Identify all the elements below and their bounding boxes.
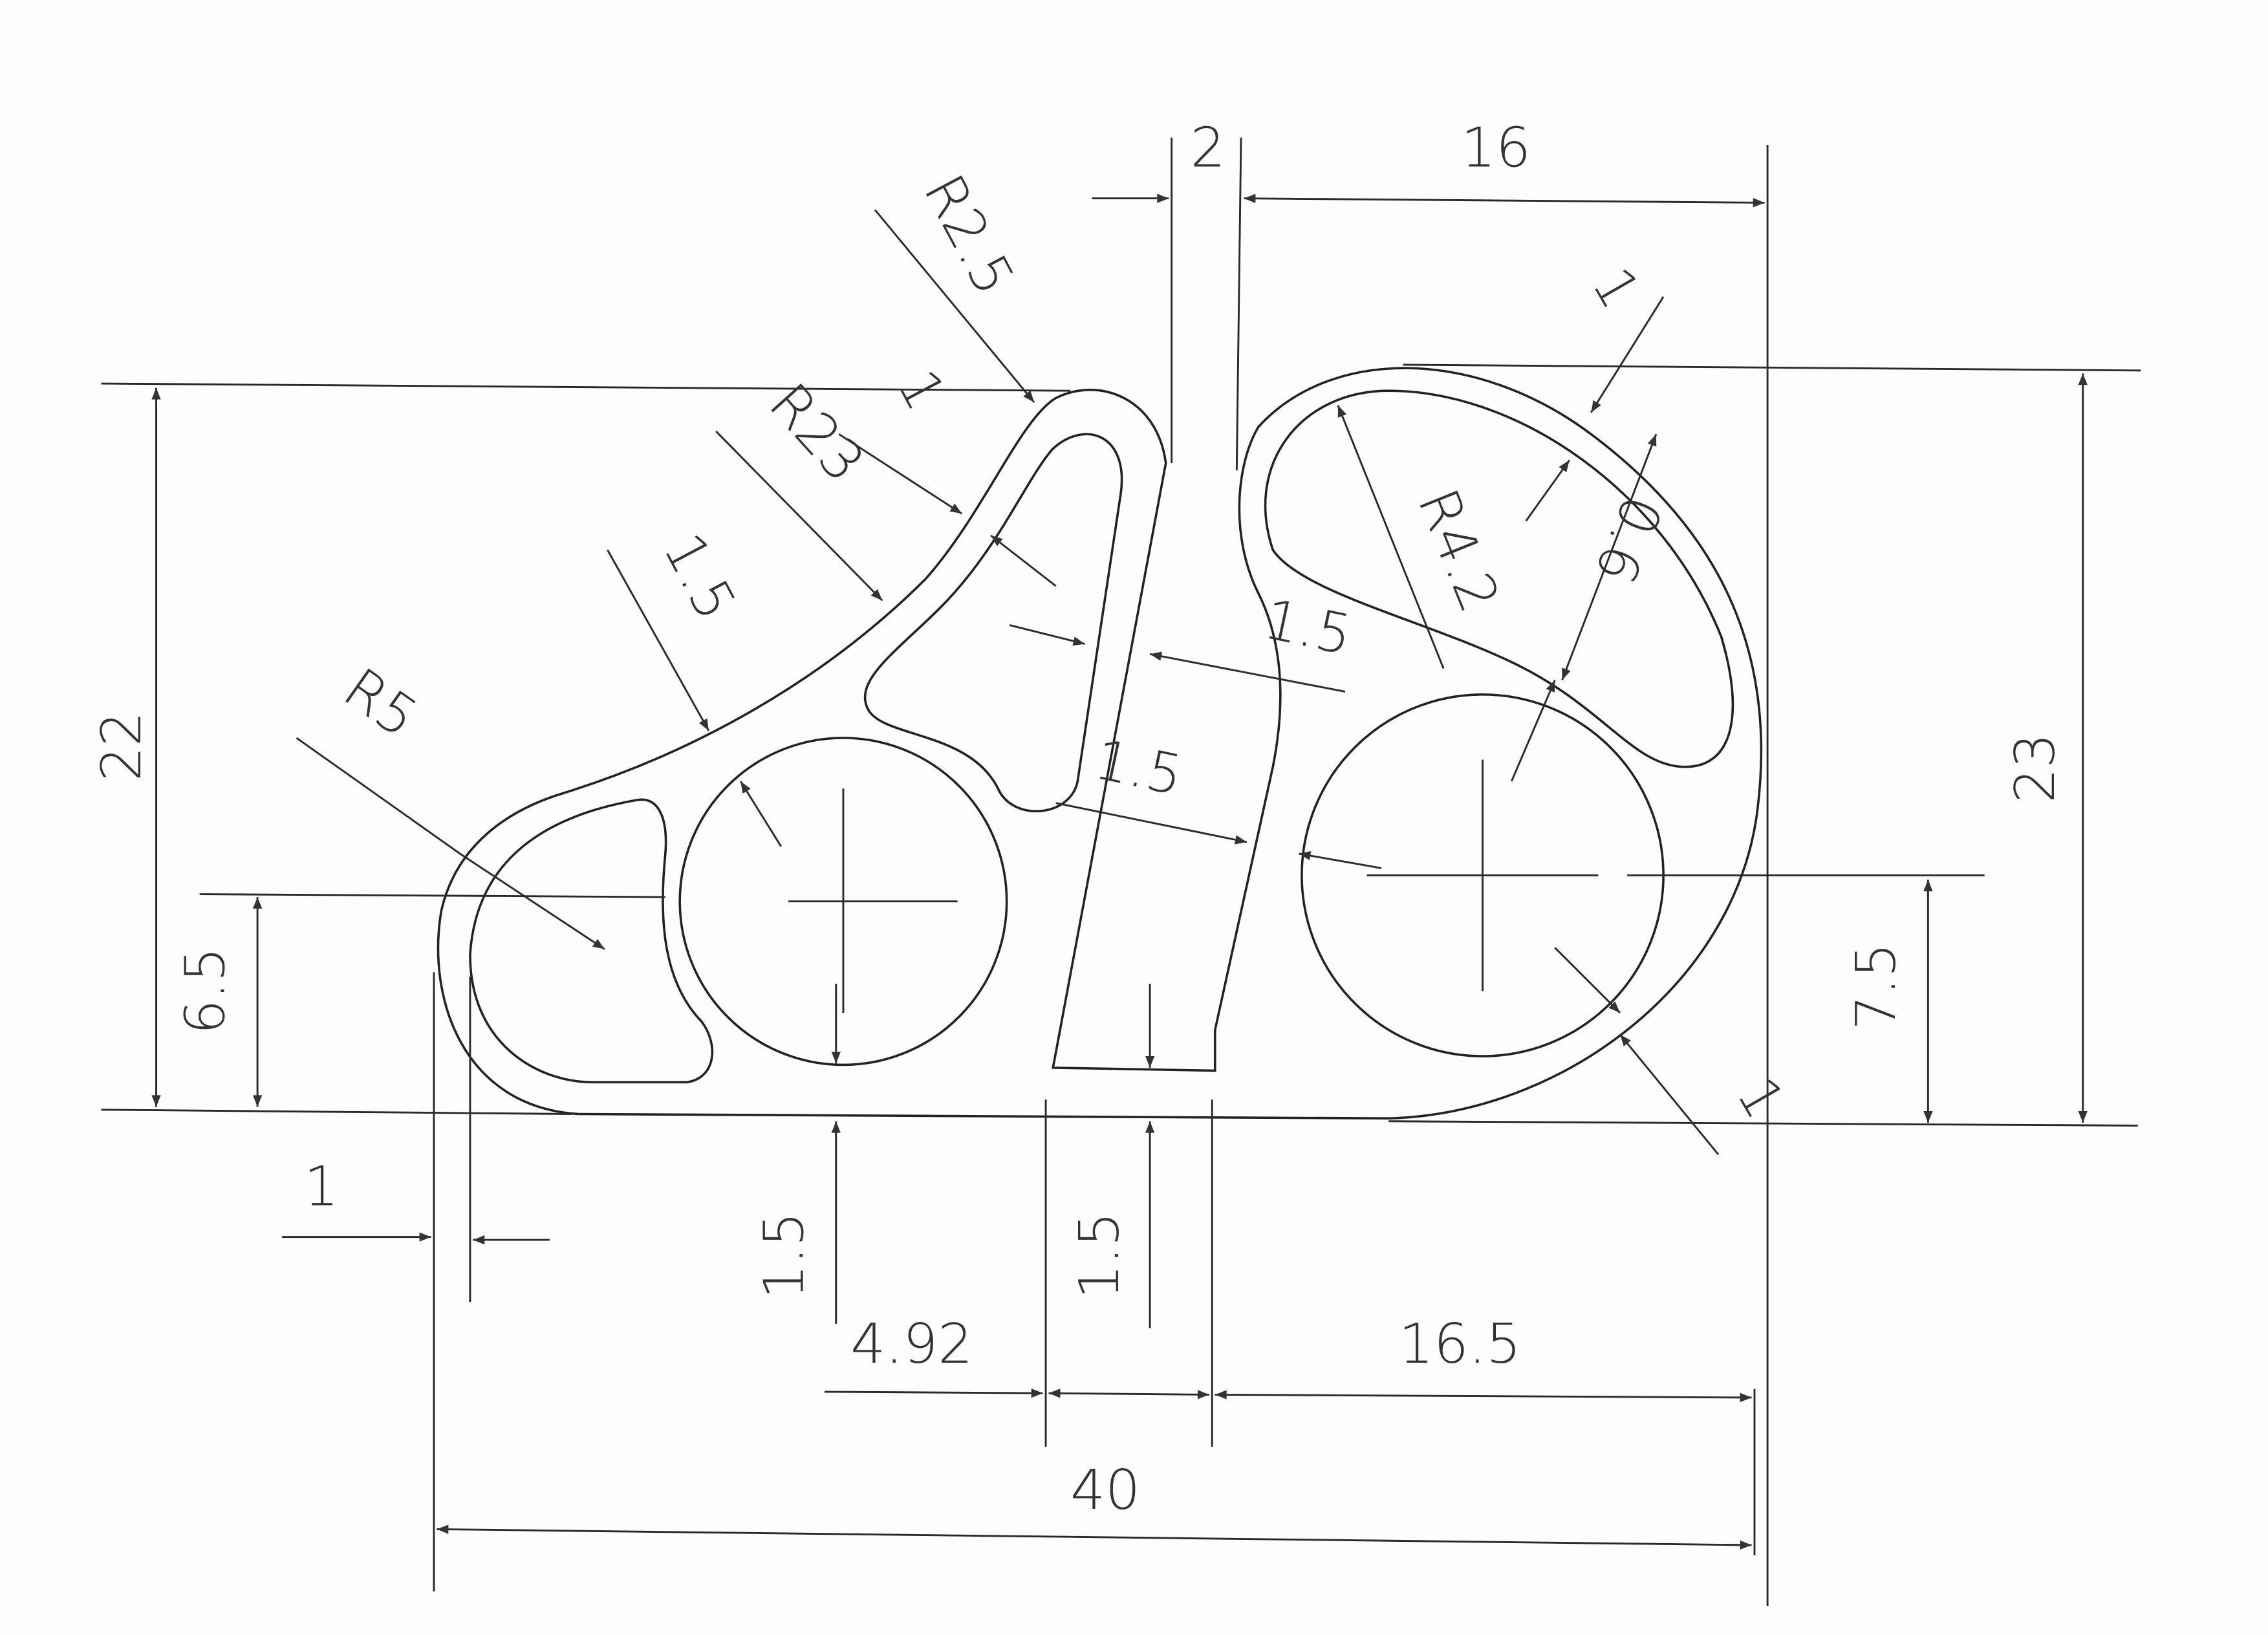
dim-label: 23 [2003,733,2068,803]
dim-label: 1.5 [651,523,748,631]
profile [199,367,1985,1120]
dim-label: 22 [90,711,154,781]
dim-label: 16.5 [1399,1312,1521,1376]
dim-label: 1.5 [752,1212,816,1299]
right-pocket [1264,389,1734,768]
dim-label: R4.2 [1405,481,1511,621]
dim-label: 1 [885,360,958,420]
upper-pocket [863,433,1123,812]
dim-label: R2.5 [911,164,1026,305]
dim-label: 1.5 [1068,1212,1132,1299]
left-outer-contour [437,367,1763,1120]
dim-label: 1 [1579,257,1652,319]
left-pocket [469,798,714,1084]
dimension-labels: 2 16 R2.5 1 R23 1.5 R5 22 6.5 1 1.5 4.92… [90,116,2068,1523]
dim-label: 2 [1191,116,1226,180]
dim-label: 1 [304,1154,339,1218]
dim-label: 6.5 [174,947,238,1034]
dimension-lines [101,137,2141,1606]
centerlines [199,759,1985,1013]
dim-label: 40 [1070,1458,1140,1522]
bottom-edge [578,1112,1389,1120]
dim-label: 4.92 [850,1312,973,1376]
dim-label: 0.6 [1582,487,1674,592]
dim-label: 1.5 [1258,587,1357,668]
dim-label: 1 [1724,1067,1797,1129]
dim-label: 7.5 [1844,943,1908,1030]
dim-label: 16 [1461,116,1531,180]
dim-label: R5 [332,656,429,750]
left-circle [678,737,1008,1067]
